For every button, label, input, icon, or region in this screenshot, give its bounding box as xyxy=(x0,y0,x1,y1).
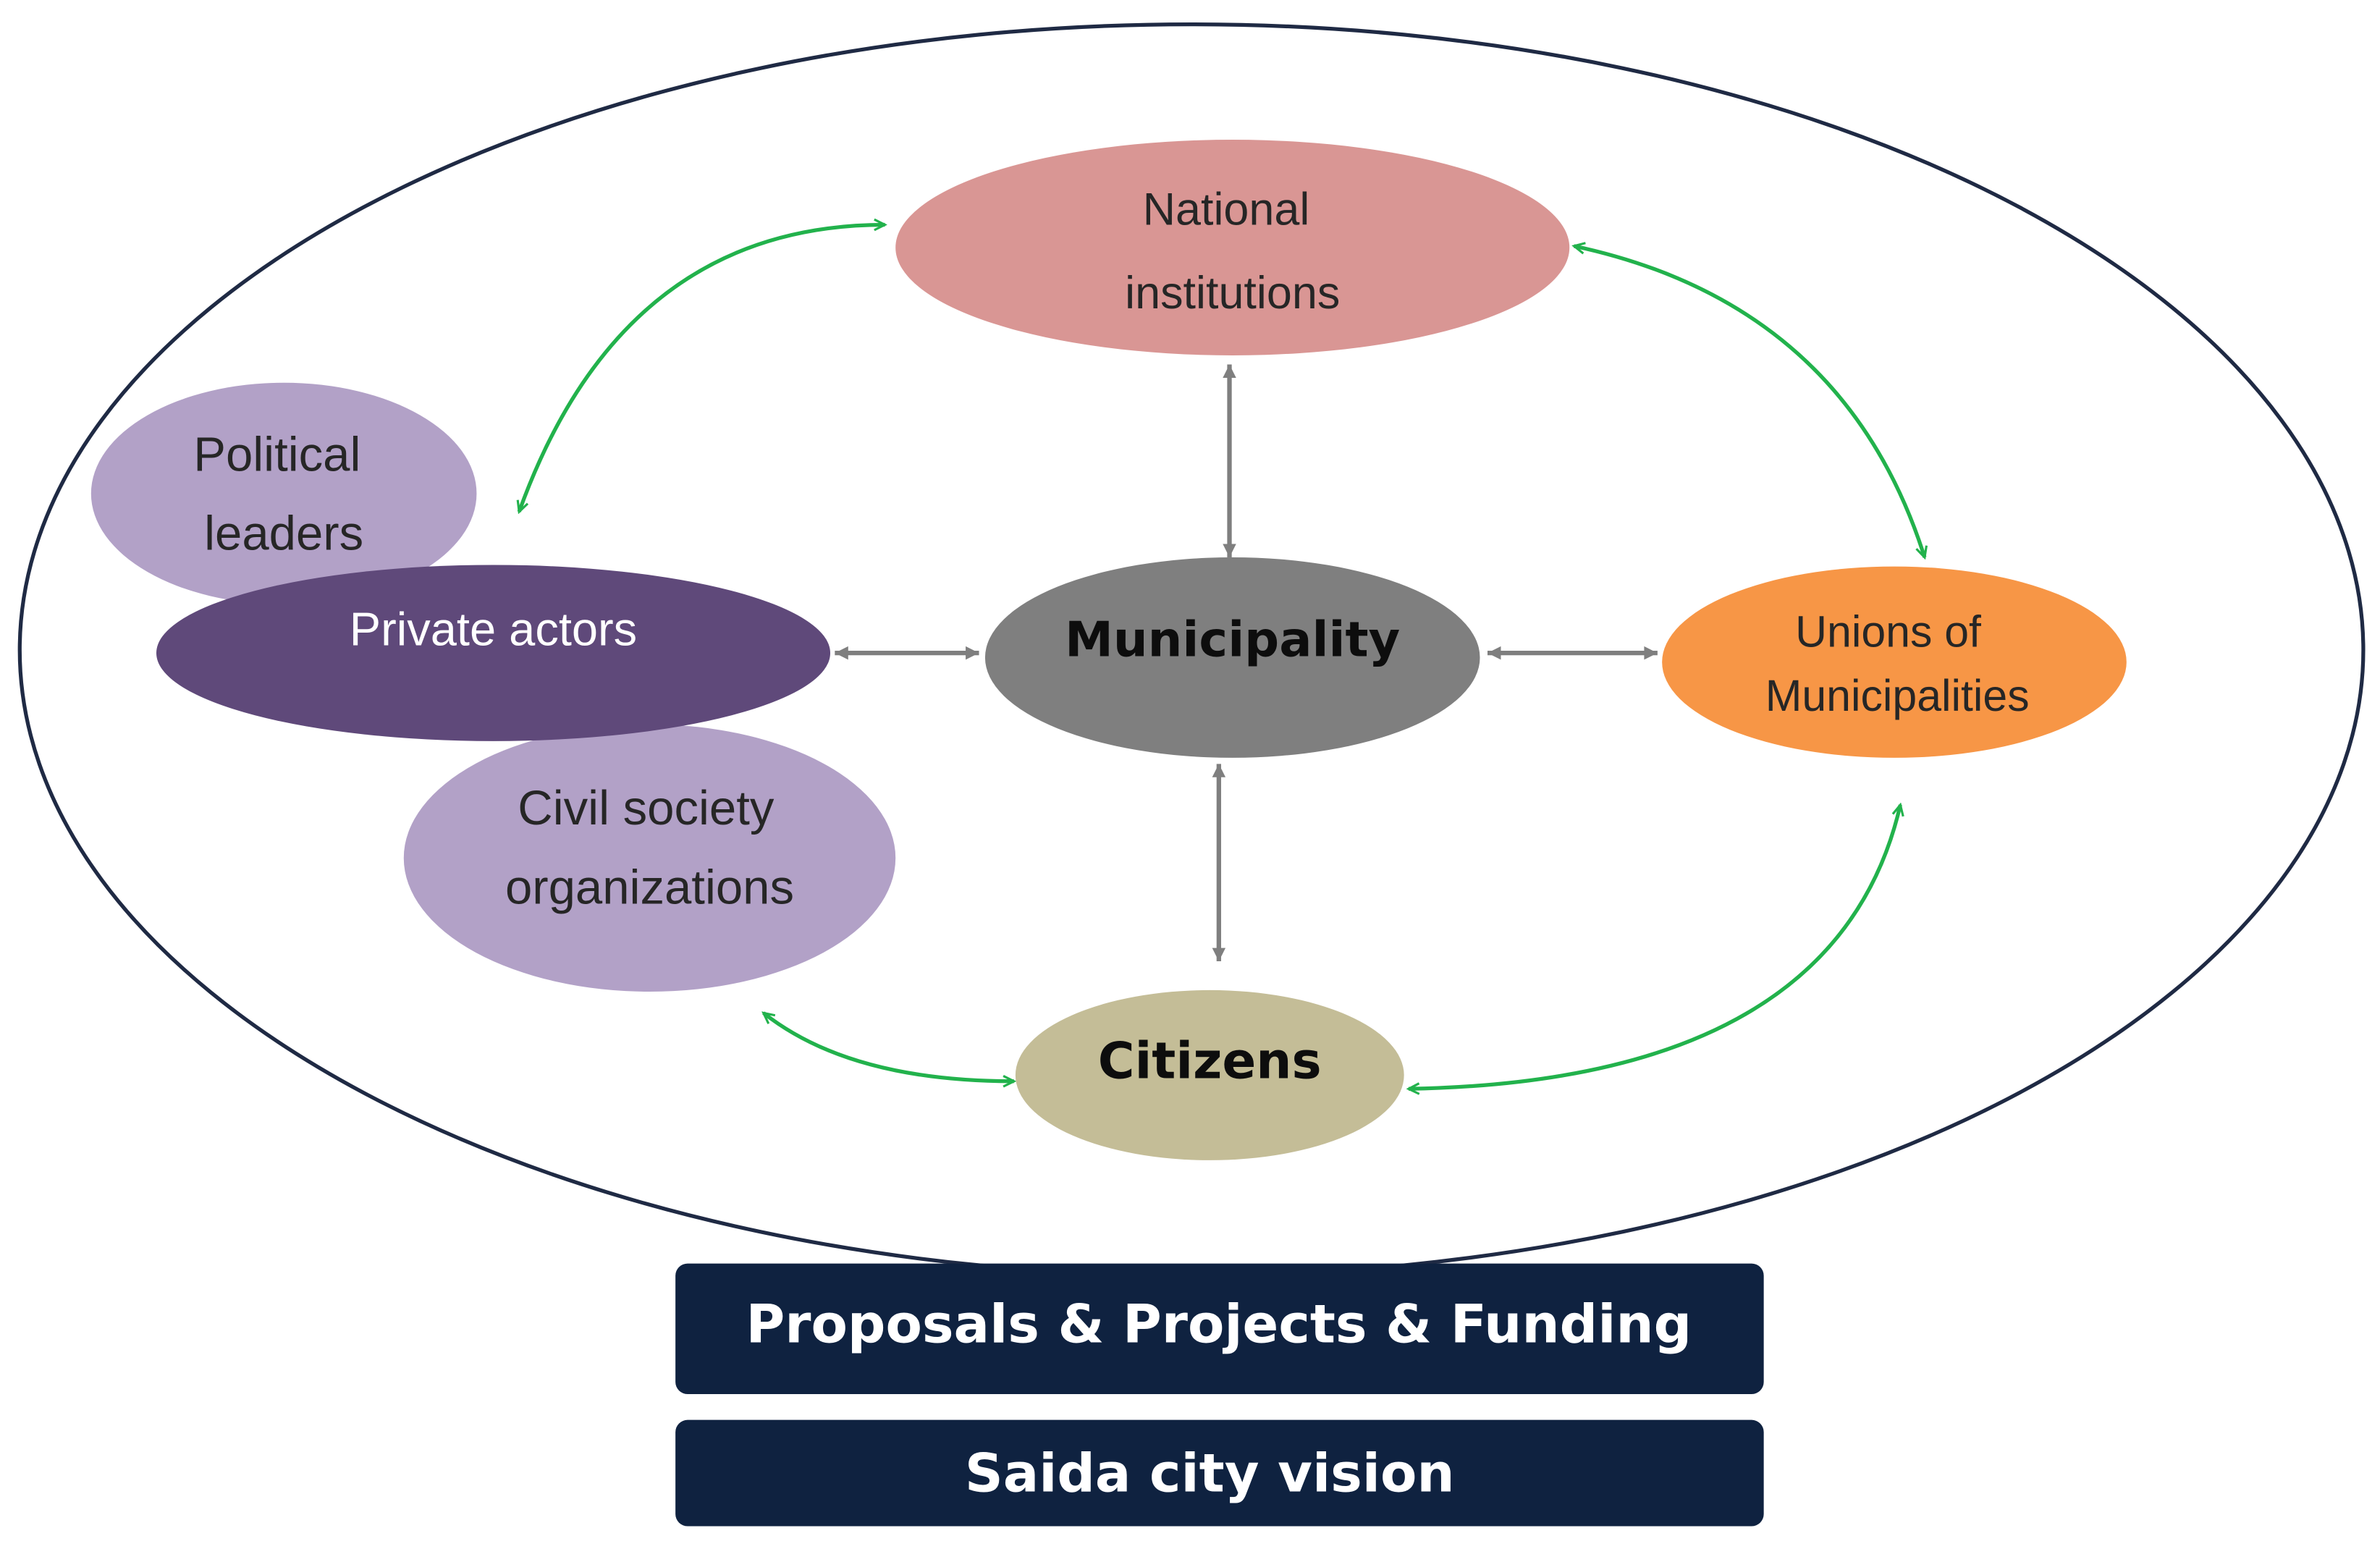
node-citizens-shape xyxy=(1015,989,1404,1160)
banner-vision-shape xyxy=(675,1419,1764,1527)
arrow-national-political xyxy=(519,225,885,512)
node-private-actors: Private actors xyxy=(156,565,831,741)
svg-text:Unions of Municipalities: Unions of Municipalities xyxy=(1765,607,2030,720)
node-unions-shape xyxy=(1662,566,2127,758)
node-national-shape xyxy=(895,140,1570,355)
node-civil-label-line-2: organizations xyxy=(505,860,794,914)
node-civil-society: Civil society organizations xyxy=(403,724,896,992)
node-municipality-shape xyxy=(984,557,1480,758)
arrow-civil-citizens xyxy=(764,1013,1014,1081)
banner-vision: Saida city vision xyxy=(675,1419,1764,1527)
node-political-label-line-2: leaders xyxy=(204,506,363,560)
node-municipality: Municipality xyxy=(984,557,1480,758)
svg-text:National institutions: National institutions xyxy=(1125,184,1340,318)
node-political-label-line-1: Political xyxy=(193,427,360,481)
node-national-label-line-1: National xyxy=(1143,184,1310,235)
node-national-institutions: National institutions xyxy=(895,140,1570,355)
node-unions-of-municipalities: Unions of Municipalities xyxy=(1662,566,2127,758)
node-political-shape xyxy=(90,382,477,605)
svg-text:Civil society organizati: Civil society organizations xyxy=(505,781,794,914)
svg-text:Private actors: Private actors xyxy=(350,603,637,656)
svg-text:Political leaders: Political leaders xyxy=(193,427,374,560)
node-political-leaders: Political leaders xyxy=(90,382,477,605)
svg-text:Citizens: Citizens xyxy=(1098,1033,1322,1091)
node-civil-label-line-1: Civil society xyxy=(518,781,775,835)
node-citizens: Citizens xyxy=(1015,989,1404,1160)
node-unions-label-line-2: Municipalities xyxy=(1765,671,2030,720)
banner-vision-label: Saida city vision xyxy=(965,1443,1455,1504)
node-private-shape xyxy=(156,565,831,741)
banner-proposals-shape xyxy=(675,1263,1764,1394)
node-citizens-label: Citizens xyxy=(1098,1033,1322,1091)
arrow-citizens-unions xyxy=(1409,805,1900,1089)
node-national-label-line-2: institutions xyxy=(1125,268,1340,318)
node-civil-shape xyxy=(403,724,896,992)
node-unions-label-line-1: Unions of xyxy=(1795,607,1981,657)
banner-proposals: Proposals & Projects & Funding xyxy=(675,1263,1764,1394)
arrow-national-unions xyxy=(1574,246,1925,557)
svg-text:Municipality: Municipality xyxy=(1065,611,1400,667)
node-private-label: Private actors xyxy=(350,603,637,656)
banner-proposals-label: Proposals & Projects & Funding xyxy=(746,1294,1692,1356)
node-municipality-label: Municipality xyxy=(1065,611,1400,667)
